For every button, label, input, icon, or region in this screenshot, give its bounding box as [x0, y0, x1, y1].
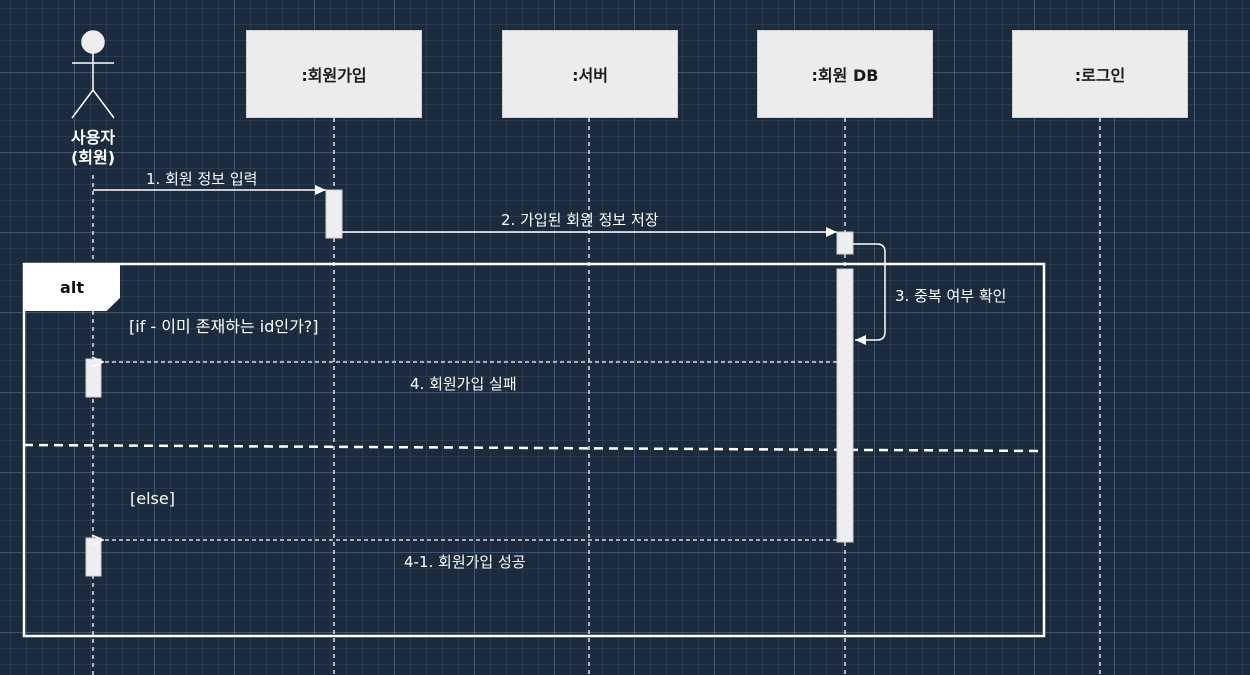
- message-1-label: 1. 회원 정보 입력: [146, 170, 258, 188]
- actor-icon: [71, 30, 115, 119]
- signup-activation: [325, 189, 343, 239]
- alt-operator-tab: alt: [24, 264, 120, 311]
- lifeline-server-box: :서버: [502, 30, 678, 118]
- actor-label: 사용자 (회원): [53, 128, 133, 168]
- alt-operator-label: alt: [60, 278, 84, 297]
- memberdb-activation-2: [836, 268, 854, 543]
- lifeline-login-label: :로그인: [1074, 66, 1126, 85]
- message-2-label: 2. 가입된 회원 정보 저장: [501, 211, 659, 229]
- alt-else-divider: [23, 443, 1045, 453]
- guard-else: [else]: [130, 489, 175, 508]
- lifeline-server-label: :서버: [572, 66, 608, 85]
- message-4-1-label: 4-1. 회원가입 성공: [404, 553, 526, 571]
- message-3-arrow: [853, 243, 886, 345]
- message-4-label: 4. 회원가입 실패: [410, 375, 517, 393]
- actor-name: 사용자: [70, 128, 116, 147]
- actor-activation-1: [85, 358, 102, 398]
- message-3-label: 3. 중복 여부 확인: [895, 287, 1007, 305]
- lifeline-memberdb-label: :회원 DB: [811, 66, 879, 85]
- actor-subname: (회원): [70, 148, 116, 167]
- actor-activation-2: [85, 537, 102, 577]
- lifeline-signup-box: :회원가입: [246, 30, 422, 118]
- lifeline-memberdb-box: :회원 DB: [757, 30, 933, 118]
- guard-if: [if - 이미 존재하는 id인가?]: [129, 317, 319, 336]
- lifeline-signup-label: :회원가입: [301, 66, 367, 85]
- lifeline-login-box: :로그인: [1012, 30, 1188, 118]
- memberdb-activation-1: [836, 231, 854, 255]
